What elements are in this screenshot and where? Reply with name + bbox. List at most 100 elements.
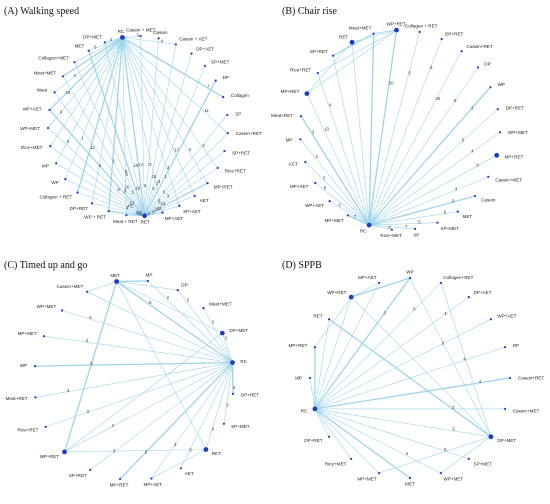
node-label-casein-plus-met: Casein+MET	[57, 284, 84, 289]
node-label-dp-plus-ret: DP+RET	[506, 106, 524, 111]
edge-count-label: 3	[312, 130, 315, 135]
edge-count-label: 3	[113, 449, 116, 454]
edge-count-label: 9	[140, 212, 143, 217]
edge-rc-ret	[205, 362, 233, 450]
node-label-dp-plus-ret: DP+RET	[304, 438, 322, 443]
edge-count-label: 3	[455, 186, 458, 191]
edge-meat-ret	[54, 92, 145, 216]
node-sp-plus-met	[222, 422, 225, 425]
edge-wp-plus-ret-mp-plus-aet	[351, 282, 380, 298]
node-wp-plus-met	[61, 309, 64, 312]
edge-count-label: 5	[99, 163, 102, 168]
node-collagen-plus-ret	[418, 30, 421, 33]
edge-count-label: 10	[134, 163, 139, 168]
edge-mp-plus-ret-ret	[144, 182, 208, 217]
node-dp-plus-ret	[231, 392, 235, 395]
edge-count-label: 10	[324, 126, 329, 131]
edge-wp-plus-ret-mp-plus-ret	[314, 296, 352, 348]
node-meat-plus-met	[61, 75, 65, 78]
node-label-mp-plus-ret: MP+RET	[289, 343, 308, 348]
node-label-wp-plus-met: WP+MET	[37, 304, 57, 309]
edge-rc-meat	[54, 37, 123, 93]
edge-rc-ret	[121, 37, 146, 216]
node-label-meat-plus-met: Meat+MET	[34, 71, 57, 76]
edge-meat-plus-met-wp-plus-ret	[373, 29, 397, 34]
node-sp	[226, 113, 229, 116]
node-label-meat-plus-met: Meat+MET	[349, 25, 372, 30]
node-casein	[157, 37, 160, 40]
edge-rc-wp-plus-met	[368, 132, 501, 226]
node-label-aet: AET	[185, 471, 194, 476]
node-label-casein-plus-met: Casein + MET	[126, 28, 155, 33]
node-label-ret: RET	[339, 35, 348, 40]
node-label-mp-plus-aet: MP+AET	[358, 275, 377, 280]
node-rice-plus-ret	[216, 166, 219, 169]
node-label-meat-plus-ret: Meat + RET	[113, 219, 138, 224]
edge-rc-met	[369, 211, 458, 226]
node-wp-plus-ret	[348, 294, 354, 300]
edge-rc-met	[88, 37, 123, 51]
node-label-sp-plus-ret: SP+RET	[310, 49, 328, 54]
node-label-mp-plus-aet: MP+AET	[165, 216, 184, 221]
node-label-casein-plus-ret: Casein+RET	[467, 44, 493, 49]
node-casein-plus-met	[504, 407, 507, 410]
node-label-ret: RET	[313, 313, 322, 318]
node-dp-plus-ret	[440, 38, 443, 41]
edge-count-label: 15	[66, 90, 71, 95]
edge-rc-casein-plus-ret	[368, 51, 462, 226]
node-label-met: MET	[110, 273, 120, 278]
edge-count-label: 8	[430, 65, 433, 70]
node-label-casein-plus-ret: Casein+RET	[518, 376, 544, 381]
edge-count-label: 14	[138, 162, 143, 167]
node-label-mp: MP	[286, 138, 293, 143]
edge-wp-plus-ret-dp-plus-met	[64, 332, 223, 453]
edge-count-label: 3	[137, 32, 140, 37]
edge-count-label: 5	[158, 199, 161, 204]
edge-count-label: 6	[94, 45, 97, 50]
node-dp-plus-met	[488, 434, 494, 440]
nodes-c: MPDPMeat+METDP+METRCDP+RETSP+METRETAETMP…	[6, 273, 260, 488]
edge-count-label: 9	[212, 426, 215, 431]
node-label-rice-plus-met: Rice+MET	[21, 145, 43, 150]
edge-count-label: 3	[452, 405, 455, 410]
edge-count-label: 13	[130, 201, 135, 206]
edge-casein-ret	[144, 38, 159, 216]
node-dp-plus-ret	[496, 108, 499, 111]
edge-count-label: 3	[452, 427, 455, 432]
node-label-meat-plus-ret: Meat+RET	[6, 396, 28, 401]
node-label-wp: WP	[498, 82, 505, 87]
edge-rc-dp-plus-met	[314, 408, 491, 438]
edge-count-label: 8	[324, 186, 327, 191]
edge-rc-mp	[300, 139, 370, 226]
node-meat-plus-met	[202, 307, 205, 310]
edge-wp-plus-ret-wp	[350, 277, 411, 298]
edge-count-label: 2	[156, 181, 159, 186]
node-ret	[328, 318, 331, 321]
edge-count-label: 4	[110, 37, 113, 42]
node-label-wp-plus-met: WP+MET	[20, 126, 40, 131]
edge-rc-casein-plus-ret	[122, 37, 228, 134]
edge-count-label: 3	[149, 162, 152, 167]
edge-rc-collagen-plus-ret	[368, 31, 420, 226]
edge-rc-casein-plus-ret	[314, 377, 511, 410]
edge-rc-mp-plus-aet	[314, 282, 380, 410]
edge-rc-meat-plus-ret	[122, 37, 127, 216]
node-act	[304, 160, 307, 164]
edge-count-label: 3	[152, 186, 155, 191]
node-rice-plus-met	[49, 145, 52, 148]
node-aet	[179, 467, 182, 470]
node-label-mp-plus-ret: MP+RET	[214, 185, 233, 190]
node-casein-plus-ret	[508, 376, 512, 380]
edge-count-label: 6	[444, 447, 447, 452]
edge-count-label: 3	[167, 295, 170, 300]
edge-count-label: 3	[159, 206, 162, 211]
edge-rc-sp-plus-met	[314, 408, 469, 460]
edge-rc-wp-plus-ret	[108, 37, 124, 212]
node-label-rc: RC	[118, 29, 125, 34]
node-label-collagen-plus-ret: Collagen+RET	[443, 275, 473, 280]
node-rice-plus-ret	[44, 425, 47, 428]
edge-wp-plus-ret-ret	[351, 29, 397, 43]
edge-sp-plus-met-ret	[144, 65, 206, 216]
